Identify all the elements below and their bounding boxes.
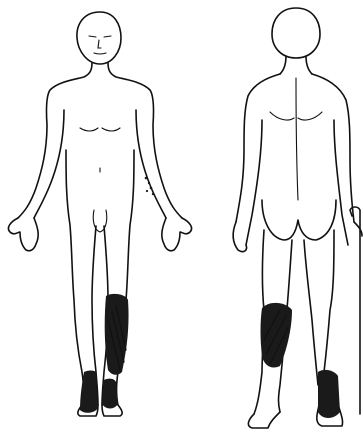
front-view-figure	[8, 12, 191, 416]
front-face	[89, 36, 111, 54]
front-head	[77, 12, 121, 64]
back-view-figure	[233, 8, 362, 428]
front-legs	[66, 150, 134, 405]
back-lesion-right-calf	[261, 303, 293, 368]
back-lesion-left-ankle	[318, 370, 340, 418]
front-torso	[18, 63, 182, 218]
front-inner-arms	[34, 110, 166, 218]
walking-cane-icon	[350, 207, 360, 414]
back-buttocks	[262, 200, 336, 240]
front-left-hand	[162, 218, 192, 251]
front-lesion-left-lower-leg	[105, 294, 129, 375]
back-head	[272, 8, 320, 58]
back-right-hand	[233, 222, 246, 252]
front-right-hand	[8, 218, 38, 251]
front-chest-lines	[80, 128, 120, 172]
front-lesion-left-ankle	[102, 379, 118, 409]
front-groin	[93, 210, 107, 232]
back-spine	[270, 78, 322, 200]
